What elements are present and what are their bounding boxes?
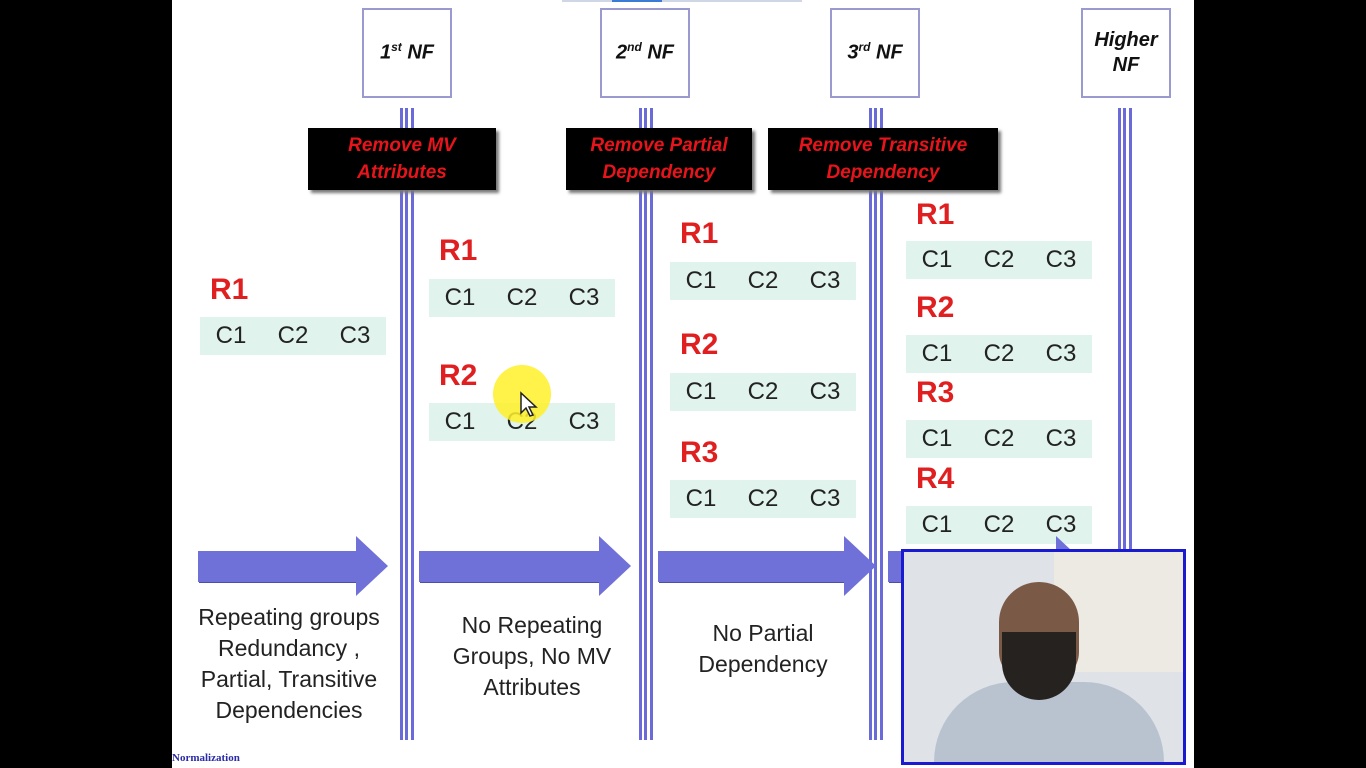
column-cell: C3 [809, 485, 841, 512]
column-cell: C3 [1045, 340, 1077, 367]
caption-unnormalized: Repeating groups Redundancy , Partial, T… [198, 604, 380, 723]
cursor-highlight [493, 365, 551, 423]
column-cell: C1 [215, 322, 247, 349]
column-cell: C1 [685, 267, 717, 294]
relation-label: R3 [916, 376, 955, 409]
column-cell: C1 [444, 284, 476, 311]
caption-first-nf: No Repeating Groups, No MV Attributes [452, 612, 612, 700]
stage-divider-second [639, 108, 653, 740]
column-cell: C2 [506, 284, 538, 311]
column-cell: C2 [747, 267, 779, 294]
relation-columns: C1 C2 C3 [429, 279, 615, 317]
top-bar-accent [612, 0, 662, 2]
column-cell: C3 [339, 322, 371, 349]
column-cell: C1 [921, 511, 953, 538]
relation-label: R1 [210, 273, 249, 306]
column-cell: C3 [568, 408, 600, 435]
relation-label: R2 [680, 328, 719, 361]
relation-columns: C1 C2 C3 [670, 480, 856, 518]
column-cell: C2 [983, 340, 1015, 367]
stage-divider-third [869, 108, 883, 740]
top-bar [562, 0, 612, 2]
relation-columns: C1 C2 C3 [906, 335, 1092, 373]
column-cell: C3 [809, 267, 841, 294]
nf-label: 3rd NF [847, 40, 903, 64]
column-cell: C1 [921, 340, 953, 367]
column-cell: C3 [1045, 511, 1077, 538]
relation-label: R3 [680, 436, 719, 469]
nf-label: 2nd NF [615, 40, 674, 64]
progress-arrow [658, 536, 876, 596]
relation-label: R1 [439, 234, 478, 267]
column-cell: C2 [983, 246, 1015, 273]
relation-columns: C1 C2 C3 [906, 241, 1092, 279]
column-cell: C1 [921, 246, 953, 273]
relation-label: R2 [916, 291, 955, 324]
relation-label: R2 [439, 359, 478, 392]
relation-label: R1 [916, 198, 955, 231]
nf-box-third: 3rd NF [830, 8, 920, 98]
column-cell: C1 [685, 378, 717, 405]
nf-label: 1st NF [379, 40, 434, 64]
progress-arrow [198, 536, 388, 596]
progress-arrow [419, 536, 631, 596]
pointer-icon [520, 391, 538, 417]
column-cell: C3 [1045, 425, 1077, 452]
presenter-webcam [901, 549, 1186, 765]
top-bar [662, 0, 802, 2]
column-cell: C2 [983, 425, 1015, 452]
relation-columns: C1 C2 C3 [670, 373, 856, 411]
column-cell: C1 [444, 408, 476, 435]
column-cell: C3 [568, 284, 600, 311]
relation-label: R1 [680, 217, 719, 250]
relation-columns: C1 C2 C3 [200, 317, 386, 355]
column-cell: C3 [1045, 246, 1077, 273]
column-cell: C1 [685, 485, 717, 512]
column-cell: C3 [809, 378, 841, 405]
column-cell: C2 [747, 378, 779, 405]
nf-box-first: 1st NF [362, 8, 452, 98]
relation-columns: C1 C2 C3 [906, 420, 1092, 458]
relation-columns: C1 C2 C3 [670, 262, 856, 300]
column-cell: C2 [747, 485, 779, 512]
footer-text: Normalization [172, 752, 240, 764]
relation-label: R4 [916, 462, 955, 495]
column-cell: C2 [983, 511, 1015, 538]
column-cell: C2 [277, 322, 309, 349]
column-cell: C1 [921, 425, 953, 452]
stage-divider-first [400, 108, 414, 740]
caption-second-nf: No Partial Dependency [698, 620, 828, 677]
nf-box-second: 2nd NF [600, 8, 690, 98]
